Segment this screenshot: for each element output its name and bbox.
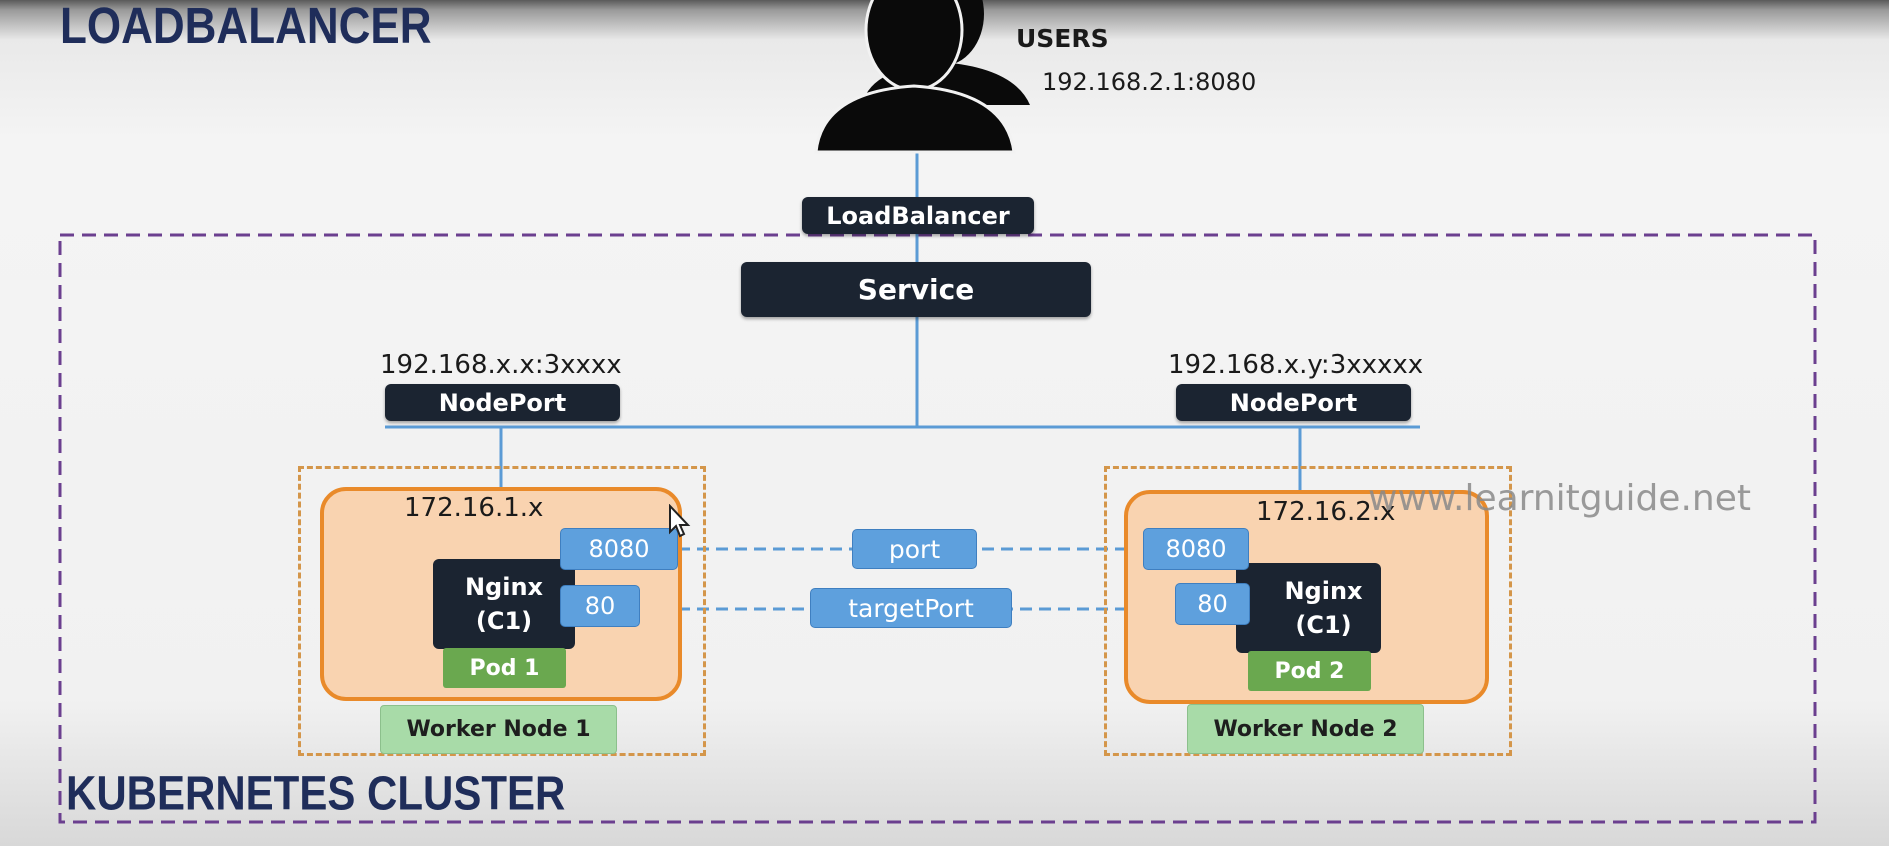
users-label: USERS xyxy=(1016,24,1109,53)
pod-2-port: 8080 xyxy=(1143,528,1249,570)
users-icon xyxy=(814,0,1030,154)
target-port-label: targetPort xyxy=(810,588,1012,628)
pod-1-container: Nginx (C1) xyxy=(433,559,575,649)
page-title: LOADBALANCER xyxy=(60,0,432,55)
nodeport-2-address: 192.168.x.y:3xxxxx xyxy=(1168,350,1424,380)
service-box: Service xyxy=(741,262,1091,317)
pod-2-ip: 172.16.2.x xyxy=(1256,497,1396,527)
port-label: port xyxy=(852,529,977,569)
pod-1-ip: 172.16.1.x xyxy=(404,493,544,523)
worker-node-1-boundary xyxy=(298,466,706,756)
pod-1-container-id: (C1) xyxy=(475,607,533,635)
watermark-text: www.learnitguide.net xyxy=(1368,478,1751,519)
pod-2-container-id: (C1) xyxy=(1295,611,1352,639)
pod-1-container-name: Nginx xyxy=(464,573,544,601)
pod-1-label: Pod 1 xyxy=(443,648,566,688)
pod-2-label: Pod 2 xyxy=(1248,651,1371,691)
worker-node-2-boundary xyxy=(1104,466,1512,756)
pod-1-port: 8080 xyxy=(560,528,678,570)
users-address: 192.168.2.1:8080 xyxy=(1042,68,1257,96)
pod-2-container: Nginx (C1) xyxy=(1236,563,1381,653)
cluster-border xyxy=(58,233,1817,824)
pod-1-target-port: 80 xyxy=(560,585,640,627)
nodeport-2-box: NodePort xyxy=(1176,384,1411,421)
loadbalancer-box: LoadBalancer xyxy=(802,197,1034,234)
worker-node-1-label: Worker Node 1 xyxy=(380,705,617,754)
pod-2-container-name: Nginx xyxy=(1284,577,1363,605)
pod-2-target-port: 80 xyxy=(1175,583,1250,625)
nodeport-1-address: 192.168.x.x:3xxxx xyxy=(380,350,622,380)
worker-node-2-label: Worker Node 2 xyxy=(1187,704,1424,754)
mouse-cursor-icon xyxy=(669,504,691,538)
nodeport-1-box: NodePort xyxy=(385,384,620,421)
cluster-label: KUBERNETES CLUSTER xyxy=(66,766,566,821)
